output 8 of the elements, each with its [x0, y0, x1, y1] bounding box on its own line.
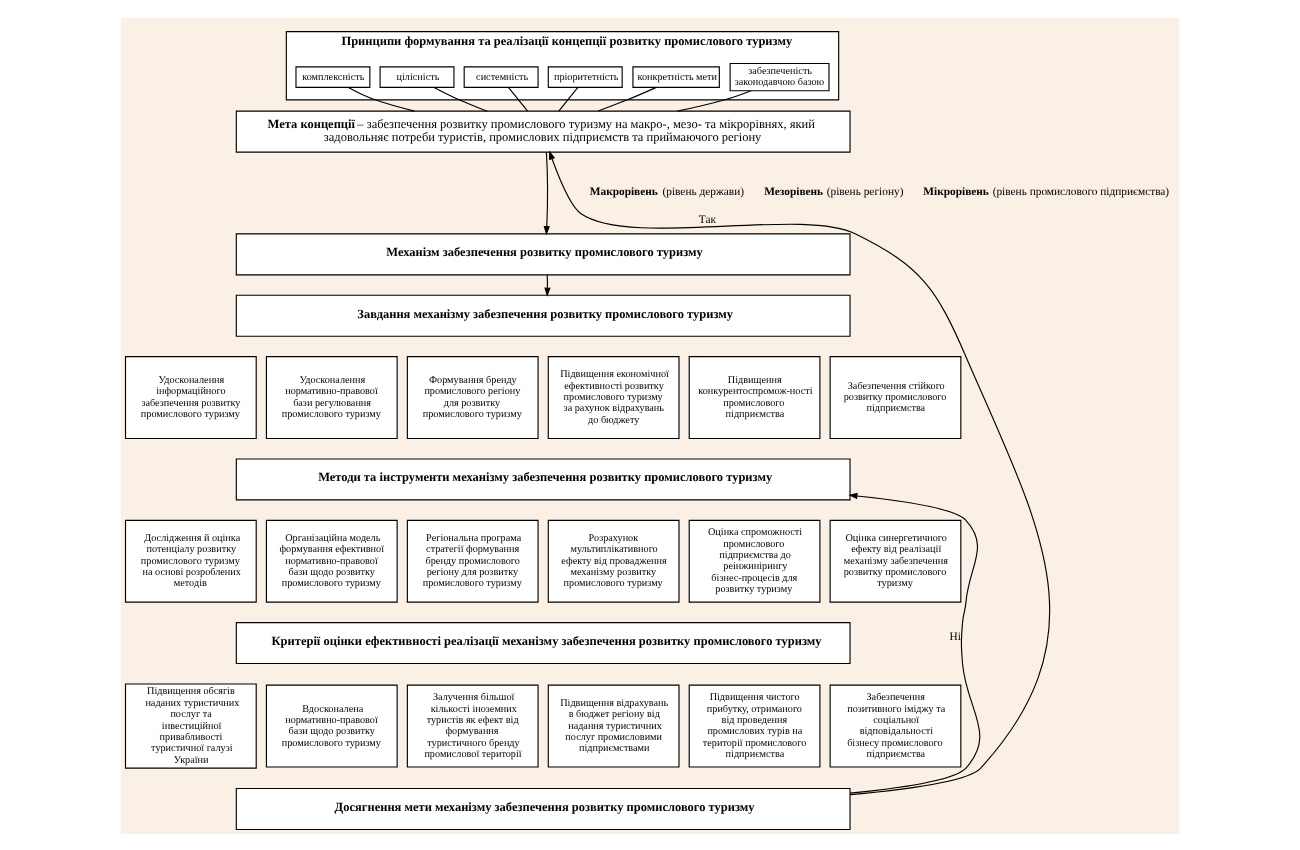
connector: [597, 85, 657, 111]
connector: [558, 85, 579, 111]
connector: [676, 89, 752, 111]
arrow: [848, 491, 981, 793]
connector: [347, 85, 416, 111]
connector: [507, 85, 529, 111]
connector: [433, 85, 488, 111]
arrow: [543, 150, 550, 235]
